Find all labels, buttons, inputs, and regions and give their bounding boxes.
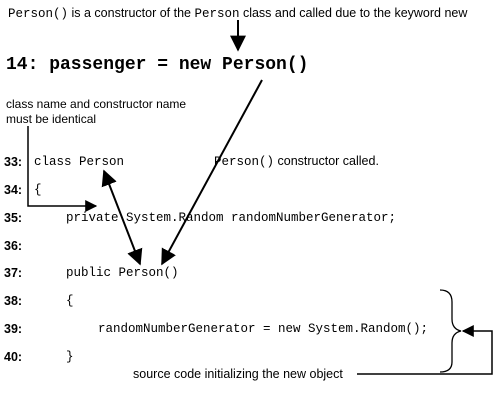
- code-line-40: }: [66, 350, 74, 364]
- constructor-called-note: Person() constructor called.: [214, 154, 379, 169]
- line-number-35: 35:: [4, 211, 23, 225]
- statement-parens: (): [286, 55, 309, 75]
- line-number-38: 38:: [4, 294, 23, 308]
- arrow-class-to-constructor: [101, 169, 143, 266]
- ctor-note-code: Person(): [214, 155, 275, 169]
- class-name-note: class name and constructor name must be …: [6, 97, 187, 126]
- code-line-33: class Person: [34, 155, 125, 169]
- code-line-34: {: [34, 183, 42, 197]
- top-caption: Person() is a constructor of the Person …: [8, 6, 467, 21]
- right-brace: [439, 289, 462, 373]
- line-number-36: 36:: [4, 239, 23, 253]
- ctor-note-text: constructor called.: [274, 154, 379, 168]
- code-line-37: public Person(): [66, 266, 179, 280]
- caption-code-person-ctor: Person(): [8, 7, 69, 21]
- line-number-40: 40:: [4, 350, 23, 364]
- statement-code: passenger = new Person: [38, 55, 287, 75]
- line-number-33: 33:: [4, 155, 23, 169]
- line-number-37: 37:: [4, 266, 23, 280]
- arrow-new-to-constructor: [161, 79, 263, 266]
- line-number-39: 39:: [4, 322, 23, 336]
- statement-line-14: 14: passenger = new Person(): [6, 55, 308, 75]
- arrow-initializer-to-brace: [357, 325, 493, 375]
- code-line-39: randomNumberGenerator = new System.Rando…: [98, 322, 429, 336]
- code-line-38: {: [66, 294, 74, 308]
- initializer-note: source code initializing the new object: [133, 367, 343, 381]
- caption-text-suffix: class and called due to the keyword new: [239, 6, 468, 20]
- statement-number: 14:: [6, 55, 39, 75]
- line-number-34: 34:: [4, 183, 23, 197]
- arrow-class-note-elbow: [27, 126, 98, 212]
- caption-text-middle: is a constructor of the: [68, 6, 195, 20]
- caption-code-person-class: Person: [194, 7, 240, 21]
